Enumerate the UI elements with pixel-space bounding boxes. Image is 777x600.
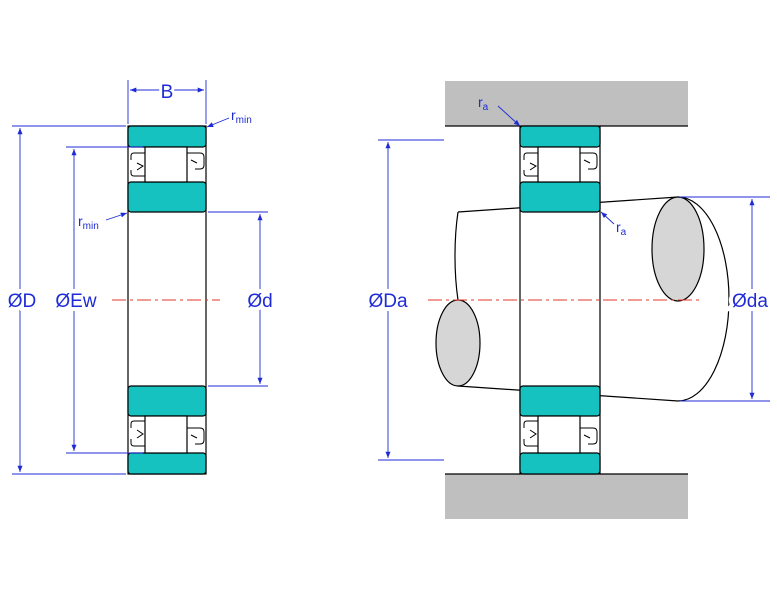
housing-bottom <box>445 474 688 519</box>
cage-bottom-left <box>130 420 145 447</box>
label-rmin-inner: rmin <box>78 213 99 232</box>
dimension-da-housing <box>378 139 444 461</box>
label-da-housing: ØDa <box>368 291 408 312</box>
dimension-ew <box>66 146 143 454</box>
label-ra-housing: ra <box>478 94 489 113</box>
dimension-da-shaft <box>680 196 770 402</box>
label-d: Ød <box>247 291 272 312</box>
label-ra-shaft: ra <box>616 219 627 238</box>
leader-ra-shaft <box>600 211 615 225</box>
shaft-end-left <box>435 299 481 387</box>
roller-bottom <box>144 415 188 454</box>
cage-top-right <box>187 152 205 170</box>
cage-top-left <box>130 152 145 177</box>
inner-ring-bottom <box>127 385 207 417</box>
leader-rmin-top <box>206 117 230 128</box>
outer-ring-top <box>127 125 207 148</box>
roller-top <box>144 146 188 183</box>
housing-top <box>445 81 688 126</box>
label-ew: ØEw <box>55 291 96 312</box>
mounted-outer-ring-top <box>519 125 601 148</box>
shaft-end-right <box>651 196 705 302</box>
mounted-roller-top <box>537 146 581 183</box>
leader-ra-housing <box>497 105 521 127</box>
label-rmin-top: rmin <box>231 107 252 126</box>
mounted-inner-ring-top <box>519 181 601 213</box>
dimension-d <box>208 211 268 387</box>
label-da-shaft: Øda <box>732 291 768 312</box>
label-b: B <box>161 82 174 103</box>
label-od: ØD <box>8 291 37 312</box>
left-bearing-view: B rmin rmin ØD ØEw Ød <box>4 79 277 475</box>
outer-ring-bottom <box>127 452 207 475</box>
inner-ring-top <box>127 181 207 213</box>
dimension-b <box>127 80 207 124</box>
shaft-left-upper <box>454 211 459 301</box>
dimension-od <box>12 125 126 475</box>
leader-rmin-inner <box>105 212 128 221</box>
mounted-inner-ring-bottom <box>519 385 601 417</box>
mounted-roller-bottom <box>537 415 581 454</box>
mounted-outer-ring-bottom <box>519 452 601 475</box>
cage-bottom-right <box>187 427 205 445</box>
right-mounting-view: ØDa Øda ra ra <box>364 81 772 519</box>
